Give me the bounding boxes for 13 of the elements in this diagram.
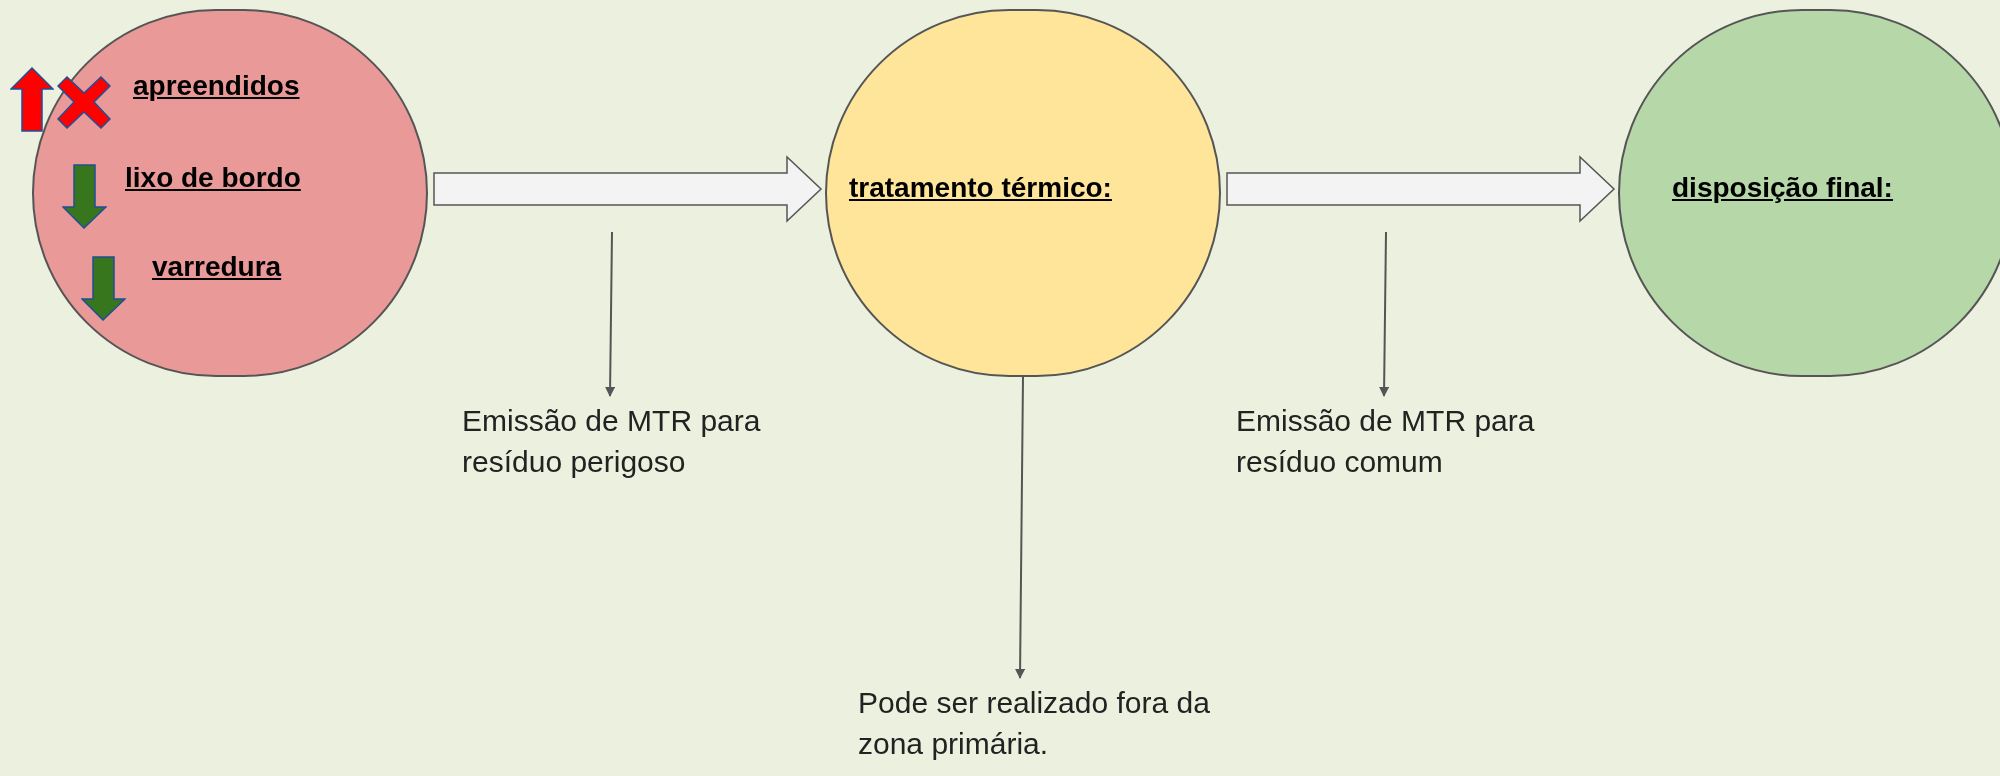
arrow — [605, 231, 616, 397]
arrow — [1015, 376, 1026, 679]
block-arrow — [1226, 155, 1616, 223]
circle-label: tratamento térmico: — [849, 171, 1112, 205]
circle-label: apreendidos — [133, 69, 300, 103]
note-text: Emissão de MTR para resíduo comum — [1236, 400, 1636, 482]
arrow — [1379, 231, 1390, 397]
circle-label: lixo de bordo — [125, 161, 301, 195]
note-text: Pode ser realizado fora da zona primária. — [858, 682, 1278, 764]
block-arrow — [433, 155, 823, 223]
note-text: Emissão de MTR para resíduo perigoso — [462, 400, 862, 482]
circle-label: varredura — [152, 250, 282, 284]
circle-label: disposição final: — [1672, 171, 1893, 205]
